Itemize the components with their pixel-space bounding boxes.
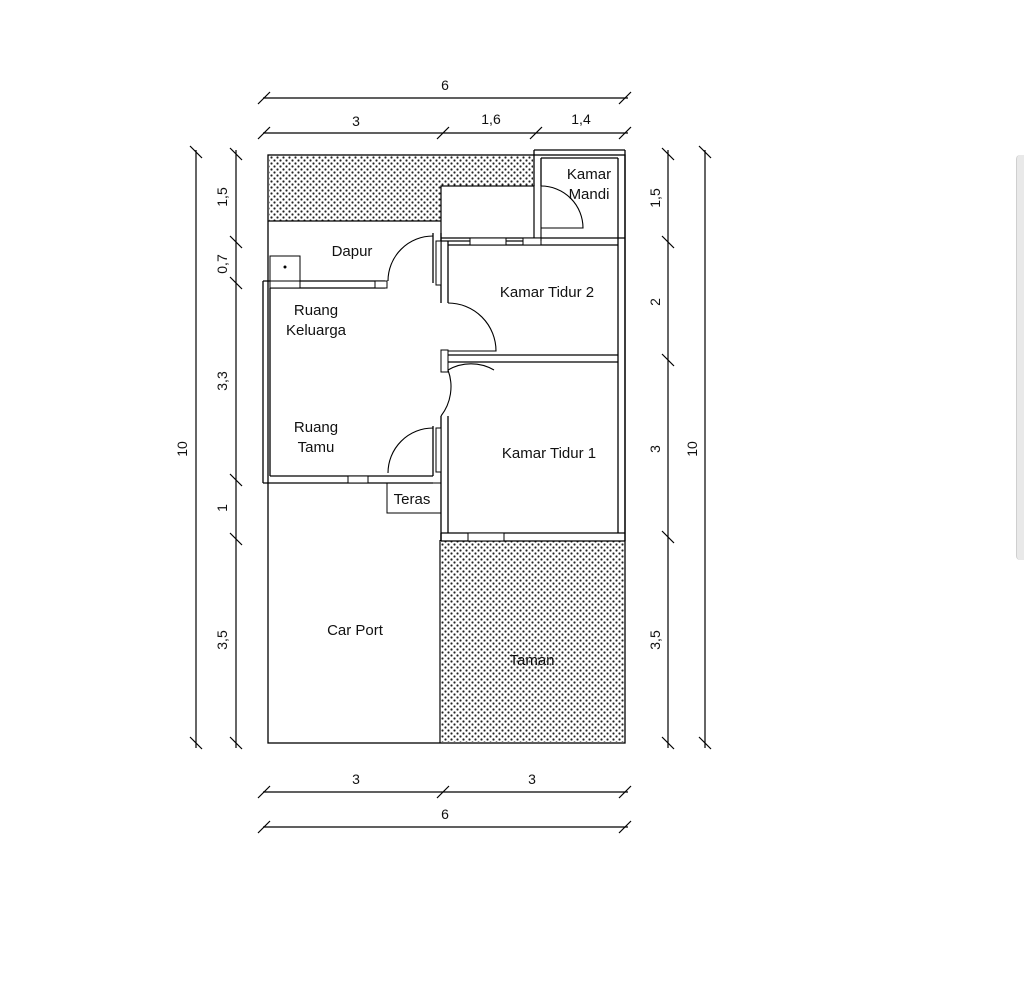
room-label-kamar-tidur-1: Kamar Tidur 1 — [502, 445, 596, 462]
room-label-car-port: Car Port — [327, 622, 384, 639]
dim-right-1: 1,5 — [647, 188, 663, 208]
room-label-dapur: Dapur — [332, 243, 373, 260]
room-label-ruang-keluarga-2: Keluarga — [286, 322, 347, 339]
teras-box — [386, 482, 442, 514]
dim-left-4: 1 — [214, 504, 230, 512]
dim-top-total: 6 — [441, 77, 449, 93]
room-label-kamar-mandi-2: Mandi — [569, 186, 610, 203]
dim-left-3: 3,3 — [214, 371, 230, 391]
dim-right-4: 3,5 — [647, 630, 663, 650]
dim-left-2: 0,7 — [214, 254, 230, 274]
dim-left-1: 1,5 — [214, 187, 230, 207]
dim-bottom-total: 6 — [441, 806, 449, 822]
dim-bottom-right: 3 — [528, 771, 536, 787]
doors — [387, 185, 584, 474]
windows — [269, 237, 542, 542]
dim-right-2: 2 — [647, 298, 663, 306]
dim-right-3: 3 — [647, 445, 663, 453]
dim-bottom-left: 3 — [352, 771, 360, 787]
garden-hatch-bottom — [441, 541, 624, 742]
void-bathroom-front — [440, 185, 535, 242]
dim-top-mid: 1,6 — [481, 111, 501, 127]
dim-top-right: 1,4 — [571, 111, 591, 127]
dim-left-total: 10 — [174, 441, 190, 457]
room-label-ruang-keluarga-1: Ruang — [294, 302, 338, 319]
sink-drain — [283, 265, 287, 269]
scrollbar-handle[interactable] — [1016, 155, 1024, 560]
dim-left-5: 3,5 — [214, 630, 230, 650]
room-label-taman: Taman — [509, 652, 554, 669]
dim-right-total: 10 — [684, 441, 700, 457]
room-label-kamar-tidur-2: Kamar Tidur 2 — [500, 284, 594, 301]
room-label-ruang-tamu-2: Tamu — [298, 439, 335, 456]
room-label-ruang-tamu-1: Ruang — [294, 419, 338, 436]
room-label-teras: Teras — [394, 491, 431, 508]
dim-top-left: 3 — [352, 113, 360, 129]
dimension-lines — [189, 91, 712, 834]
room-label-kamar-mandi-1: Kamar — [567, 166, 611, 183]
